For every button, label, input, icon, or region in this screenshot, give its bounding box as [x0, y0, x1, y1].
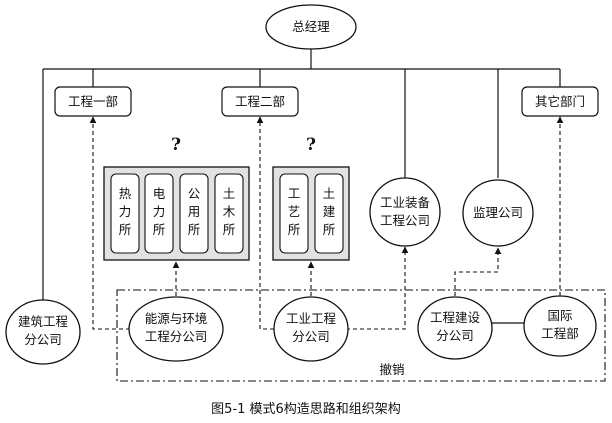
svg-text:能源与环境: 能源与环境 [145, 311, 208, 326]
unit-process: 工 艺 所 [279, 173, 309, 254]
svg-text:电: 电 [153, 186, 166, 201]
dept-2-box: 工程二部 [221, 86, 299, 117]
svg-text:建: 建 [323, 204, 336, 219]
figure-caption: 图5-1 模式6构造思路和组织架构 [211, 401, 401, 417]
svg-text:所: 所 [323, 222, 336, 237]
unit-thermal: 热 力 所 [110, 173, 140, 254]
svg-text:所: 所 [119, 222, 132, 237]
svg-text:分公司: 分公司 [24, 332, 62, 347]
svg-text:工: 工 [288, 186, 301, 201]
svg-text:总经理: 总经理 [292, 19, 330, 34]
svg-text:工程一部: 工程一部 [68, 94, 118, 109]
supervision-company-node: 监理公司 [462, 179, 534, 247]
unit-civil: 土 木 所 [214, 173, 244, 254]
svg-text:分公司: 分公司 [436, 328, 474, 343]
ceo-node: 总经理 [265, 4, 357, 50]
industrial-company-node: 工业工程 分公司 [273, 296, 349, 362]
svg-text:工业装备: 工业装备 [380, 195, 431, 210]
unit-construction: 土 建 所 [314, 173, 344, 254]
revoke-label: 撤销 [379, 362, 404, 377]
svg-text:工程公司: 工程公司 [380, 213, 430, 228]
svg-text:监理公司: 监理公司 [473, 205, 523, 220]
unit-electric: 电 力 所 [144, 173, 174, 254]
dept-1-box: 工程一部 [54, 86, 132, 117]
svg-text:工程建设: 工程建设 [430, 310, 481, 325]
svg-text:工程分公司: 工程分公司 [145, 329, 208, 344]
svg-text:分公司: 分公司 [292, 329, 330, 344]
svg-text:工业工程: 工业工程 [286, 311, 337, 326]
other-dept-box: 其它部门 [521, 86, 599, 117]
construction-company-node: 工程建设 分公司 [417, 296, 493, 360]
energy-company-node: 能源与环境 工程分公司 [128, 296, 224, 362]
svg-text:所: 所 [223, 222, 236, 237]
svg-text:工程部: 工程部 [541, 326, 579, 341]
svg-text:工程二部: 工程二部 [235, 94, 285, 109]
svg-text:热: 热 [119, 186, 132, 201]
svg-text:力: 力 [153, 204, 166, 219]
svg-text:木: 木 [223, 204, 236, 219]
svg-text:建筑工程: 建筑工程 [18, 314, 69, 329]
svg-text:国际: 国际 [547, 308, 572, 323]
svg-text:所: 所 [188, 222, 201, 237]
svg-text:土: 土 [323, 186, 336, 201]
svg-text:艺: 艺 [288, 204, 301, 219]
international-dept-node: 国际 工程部 [523, 295, 597, 357]
unit-public: 公 用 所 [179, 173, 209, 254]
right-question-mark: ? [306, 135, 316, 155]
svg-text:公: 公 [188, 186, 201, 201]
left-question-mark: ? [171, 135, 181, 155]
svg-text:其它部门: 其它部门 [535, 94, 585, 109]
svg-text:土: 土 [223, 186, 236, 201]
equipment-company-node: 工业装备 工程公司 [369, 177, 441, 247]
left-institute-group: ? 热 力 所 电 力 所 公 用 所 土 木 所 [103, 135, 250, 261]
dashed-connectors [89, 116, 564, 330]
svg-text:所: 所 [153, 222, 166, 237]
svg-text:用: 用 [188, 204, 201, 219]
revoke-boundary [116, 289, 606, 382]
svg-text:力: 力 [119, 204, 132, 219]
svg-text:所: 所 [288, 222, 301, 237]
right-institute-group: ? 工 艺 所 土 建 所 [272, 135, 350, 261]
building-company-node: 建筑工程 分公司 [5, 299, 81, 365]
